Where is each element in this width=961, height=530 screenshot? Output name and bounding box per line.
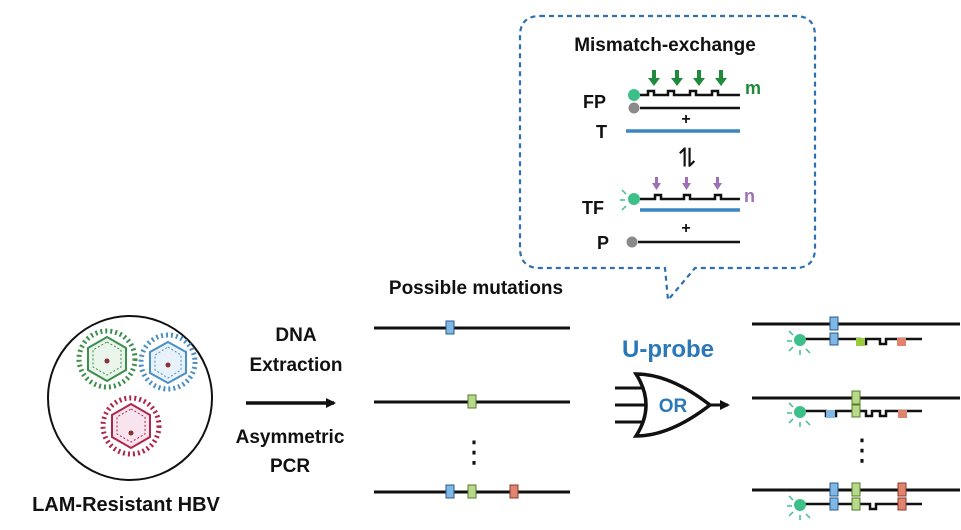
or-gate-label: OR <box>659 396 688 417</box>
extraction-label: Extraction <box>250 355 343 376</box>
equilibrium-icon: ⇌ <box>672 146 702 168</box>
mismatch-exchange-title: Mismatch-exchange <box>574 35 756 56</box>
u-probe-or-gate: U-probe OR <box>615 336 730 438</box>
mutation-site-blue <box>829 316 839 331</box>
mutation-site-blue <box>829 482 839 497</box>
mutation-site-green <box>851 482 861 497</box>
p-label: P <box>597 233 609 253</box>
tf-probe-strand <box>640 193 740 201</box>
possible-mutations-label: Possible mutations <box>389 278 563 299</box>
m-label: m <box>745 78 761 98</box>
mutation-site-green <box>467 394 477 409</box>
plus-sign-bottom: + <box>681 220 690 237</box>
result-duplex-row-1 <box>752 316 960 355</box>
fluorophore-icon <box>794 406 806 418</box>
mismatch-exchange-callout: Mismatch-exchange FP m + T ⇌ TF <box>518 14 817 303</box>
extraction-step: DNA Extraction Asymmetric PCR <box>236 325 345 477</box>
fluorophore-icon <box>628 193 640 205</box>
mutation-site-green <box>851 390 861 405</box>
possible-mutations-group: Possible mutations ⋮ <box>374 278 570 499</box>
mutation-site-blue <box>445 320 455 335</box>
callout-bubble <box>518 14 817 303</box>
virus-green-icon <box>76 328 138 390</box>
quencher-icon <box>626 236 638 248</box>
tf-label: TF <box>582 198 604 218</box>
mutation-site-blue <box>445 484 455 499</box>
fp-label: FP <box>583 92 606 112</box>
hbv-virus-group: LAM-Resistant HBV <box>32 315 221 516</box>
mismatch-arrows-green <box>648 70 727 86</box>
result-duplex-row-2 <box>752 390 960 427</box>
dna-label: DNA <box>275 325 316 346</box>
or-gate-icon <box>632 372 713 438</box>
mutation-site-red <box>509 484 519 499</box>
fluorophore-icon <box>794 334 806 346</box>
mutation-site-red <box>897 482 907 497</box>
plus-sign-top: + <box>681 111 690 128</box>
fluorophore-icon <box>628 89 640 101</box>
virus-red-icon <box>100 395 162 457</box>
quencher-icon <box>628 102 640 114</box>
n-label: n <box>744 186 755 206</box>
lam-resistant-label: LAM-Resistant HBV <box>32 494 220 516</box>
u-probe-label: U-probe <box>622 336 714 363</box>
virus-blue-icon <box>138 332 198 392</box>
t-label: T <box>596 122 607 142</box>
glow-icon <box>620 189 627 211</box>
fluorophore-icon <box>794 499 806 511</box>
result-duplexes: ⋮ <box>752 316 960 520</box>
asymmetric-label: Asymmetric <box>236 427 345 448</box>
mismatch-arrows-purple <box>652 177 722 190</box>
pcr-label: PCR <box>270 456 310 477</box>
ellipsis-icon: ⋮ <box>459 435 489 470</box>
mutation-site-green <box>467 484 477 499</box>
fp-probe-strand <box>640 89 740 97</box>
result-duplex-row-3 <box>752 482 960 520</box>
ellipsis-icon: ⋮ <box>847 433 877 468</box>
